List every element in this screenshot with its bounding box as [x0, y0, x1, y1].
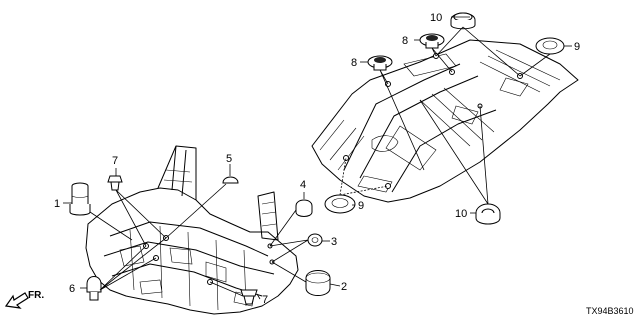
callout-1: 1 — [54, 198, 60, 210]
leader-lines — [63, 16, 572, 300]
callout-3: 3 — [331, 236, 337, 248]
part-7-clip-upper — [107, 175, 123, 191]
callout-9-upper: 9 — [574, 41, 580, 53]
callout-7-lower: 7 — [262, 294, 268, 306]
part-4-plug — [295, 199, 313, 217]
callout-7-upper: 7 — [112, 155, 118, 167]
callout-4: 4 — [300, 179, 306, 191]
part-10-grommet-upper — [450, 12, 476, 30]
callout-10-lower: 10 — [455, 208, 467, 220]
callout-8-upper: 8 — [402, 35, 408, 47]
part-10-grommet-lower — [475, 203, 501, 225]
part-9-grommet-upper — [535, 37, 565, 55]
part-8-grommet-upper — [419, 33, 445, 49]
part-7-clip-lower — [240, 289, 258, 305]
front-floor-structure — [85, 145, 299, 315]
callout-9-lower: 9 — [358, 200, 364, 212]
part-5-cap — [222, 176, 239, 184]
front-arrow-icon — [4, 292, 29, 309]
part-6-plug — [86, 276, 102, 301]
part-3-plug — [307, 233, 323, 247]
part-1-grommet — [69, 182, 91, 216]
callout-labels: 1 2 3 4 5 6 7 7 8 8 9 9 10 10 — [54, 12, 580, 306]
drawing-code: TX94B3610 — [586, 306, 634, 316]
callout-6: 6 — [69, 283, 75, 295]
part-2-plug — [305, 270, 331, 296]
front-label: FR. — [28, 290, 44, 301]
part-8-grommet-lower — [367, 55, 393, 71]
front-direction-indicator: FR. — [4, 290, 44, 309]
callout-5: 5 — [226, 153, 232, 165]
callout-2: 2 — [341, 281, 347, 293]
callout-8-lower: 8 — [351, 57, 357, 69]
rear-floor-pan — [311, 39, 579, 203]
callout-10-upper: 10 — [430, 12, 442, 24]
part-9-grommet-lower — [324, 194, 356, 214]
